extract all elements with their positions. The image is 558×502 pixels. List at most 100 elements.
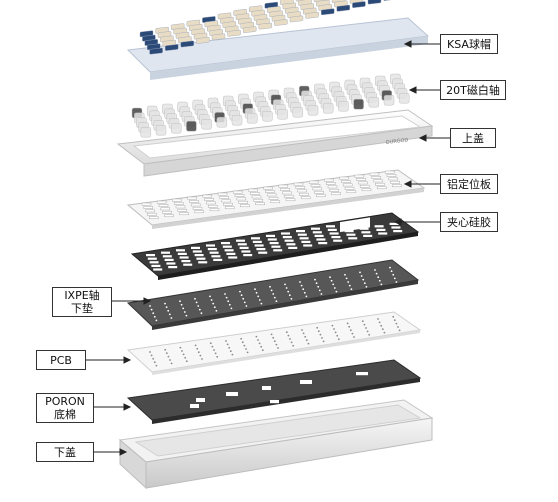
ixpe-hole (300, 284, 303, 287)
plate-hole (263, 186, 273, 190)
plate-hole (232, 190, 243, 194)
plate-cutouts (141, 170, 402, 220)
silicone-hole (316, 238, 326, 241)
ixpe-hole (210, 299, 213, 301)
pcb-component (346, 322, 349, 325)
plate-hole (223, 202, 233, 206)
keycap (196, 37, 210, 44)
plate-hole (219, 196, 230, 199)
label-switches-text: 20T磁白轴 (446, 83, 500, 97)
pcb-component (365, 327, 367, 329)
pcb-component (155, 364, 158, 367)
plate-hole (204, 198, 214, 201)
pcb-component (182, 353, 185, 356)
bottom-case-layer (118, 399, 434, 490)
silicone-hole (301, 240, 311, 243)
silicone-hole (179, 256, 189, 259)
plate-hole (177, 208, 188, 212)
keycap (305, 12, 319, 19)
silicone-hole (326, 225, 335, 228)
pcb-component (209, 342, 212, 345)
switch (155, 124, 167, 136)
keycap (258, 22, 272, 30)
pcb-component (361, 320, 364, 323)
silicone-hole (314, 234, 324, 237)
silicone-hole (348, 237, 358, 240)
plate-hole (346, 190, 357, 194)
plate-hole (354, 174, 365, 178)
pcb-component (153, 361, 156, 364)
switch (216, 116, 228, 128)
ixpe-hole (347, 281, 350, 283)
pcb-component (150, 354, 153, 357)
plate-hole (285, 198, 296, 202)
silicone-hole (183, 263, 193, 266)
plate-hole (179, 212, 189, 216)
pcb-component (377, 318, 379, 320)
pcb-component (316, 326, 319, 329)
plate-hole (344, 186, 355, 190)
pcb-component (216, 355, 219, 358)
silicone-hole (192, 250, 202, 253)
plate-hole (173, 202, 184, 205)
silicone-hole (303, 244, 313, 247)
ixpe-hole (254, 288, 256, 291)
ixpe-hole (153, 315, 156, 318)
pcb-component (378, 321, 381, 324)
pcb-component (381, 328, 384, 331)
ixpe-hole (378, 279, 381, 282)
plate-hole (162, 210, 172, 214)
pcb-component (290, 341, 293, 344)
ixpe-hole (149, 305, 151, 307)
pcb-component (181, 350, 183, 352)
pcb-component (383, 331, 386, 334)
silicone-hole (297, 233, 307, 236)
silicone-hole (254, 244, 264, 247)
ixpe-hole (275, 300, 278, 303)
pcb-component (301, 329, 303, 331)
plate-hole (375, 182, 385, 186)
keycap (352, 1, 366, 8)
pcb-component (305, 339, 308, 342)
silicone-cutouts (146, 217, 403, 271)
plate-hole (224, 206, 235, 210)
silicone-layer (130, 212, 420, 280)
pcb-component (270, 333, 273, 336)
plate-hole (238, 200, 248, 204)
ixpe-hole (183, 311, 186, 313)
ixpe-hole (180, 303, 183, 306)
silicone-hole (224, 249, 234, 252)
plate-hole (371, 176, 382, 179)
silicone-hole (286, 243, 296, 246)
keycap (227, 29, 241, 37)
switch (322, 102, 334, 114)
pcb-component (165, 352, 168, 355)
ixpe-hole (212, 302, 215, 305)
plate-hole (207, 204, 218, 208)
ixpe-hole (170, 317, 173, 319)
silicone-hole (282, 236, 292, 239)
silicone-hole (243, 254, 253, 257)
ixpe-hole (242, 297, 245, 300)
silicone-hole (252, 240, 262, 243)
ixpe-hole (213, 306, 216, 309)
ixpe-hole (164, 302, 166, 305)
plate-hole (324, 178, 334, 182)
poron-cutout (196, 398, 205, 402)
pcb-layer (126, 311, 422, 375)
label-bottom-case: 下盖 (36, 442, 94, 462)
ixpe-hole (287, 290, 290, 293)
silicone-hole (344, 230, 354, 233)
ixpe-hole (375, 272, 378, 275)
ixpe-hole (320, 293, 323, 295)
keycap (180, 40, 195, 48)
plate-hole (145, 209, 155, 213)
label-ixpe: IXPE轴 下垫 (52, 287, 112, 317)
plate-hole (299, 192, 309, 196)
ixpe-hole (150, 308, 153, 311)
plate-hole (248, 188, 258, 192)
plate-hole (172, 198, 182, 202)
ixpe-hole (269, 285, 271, 288)
pcb-component (231, 353, 234, 356)
